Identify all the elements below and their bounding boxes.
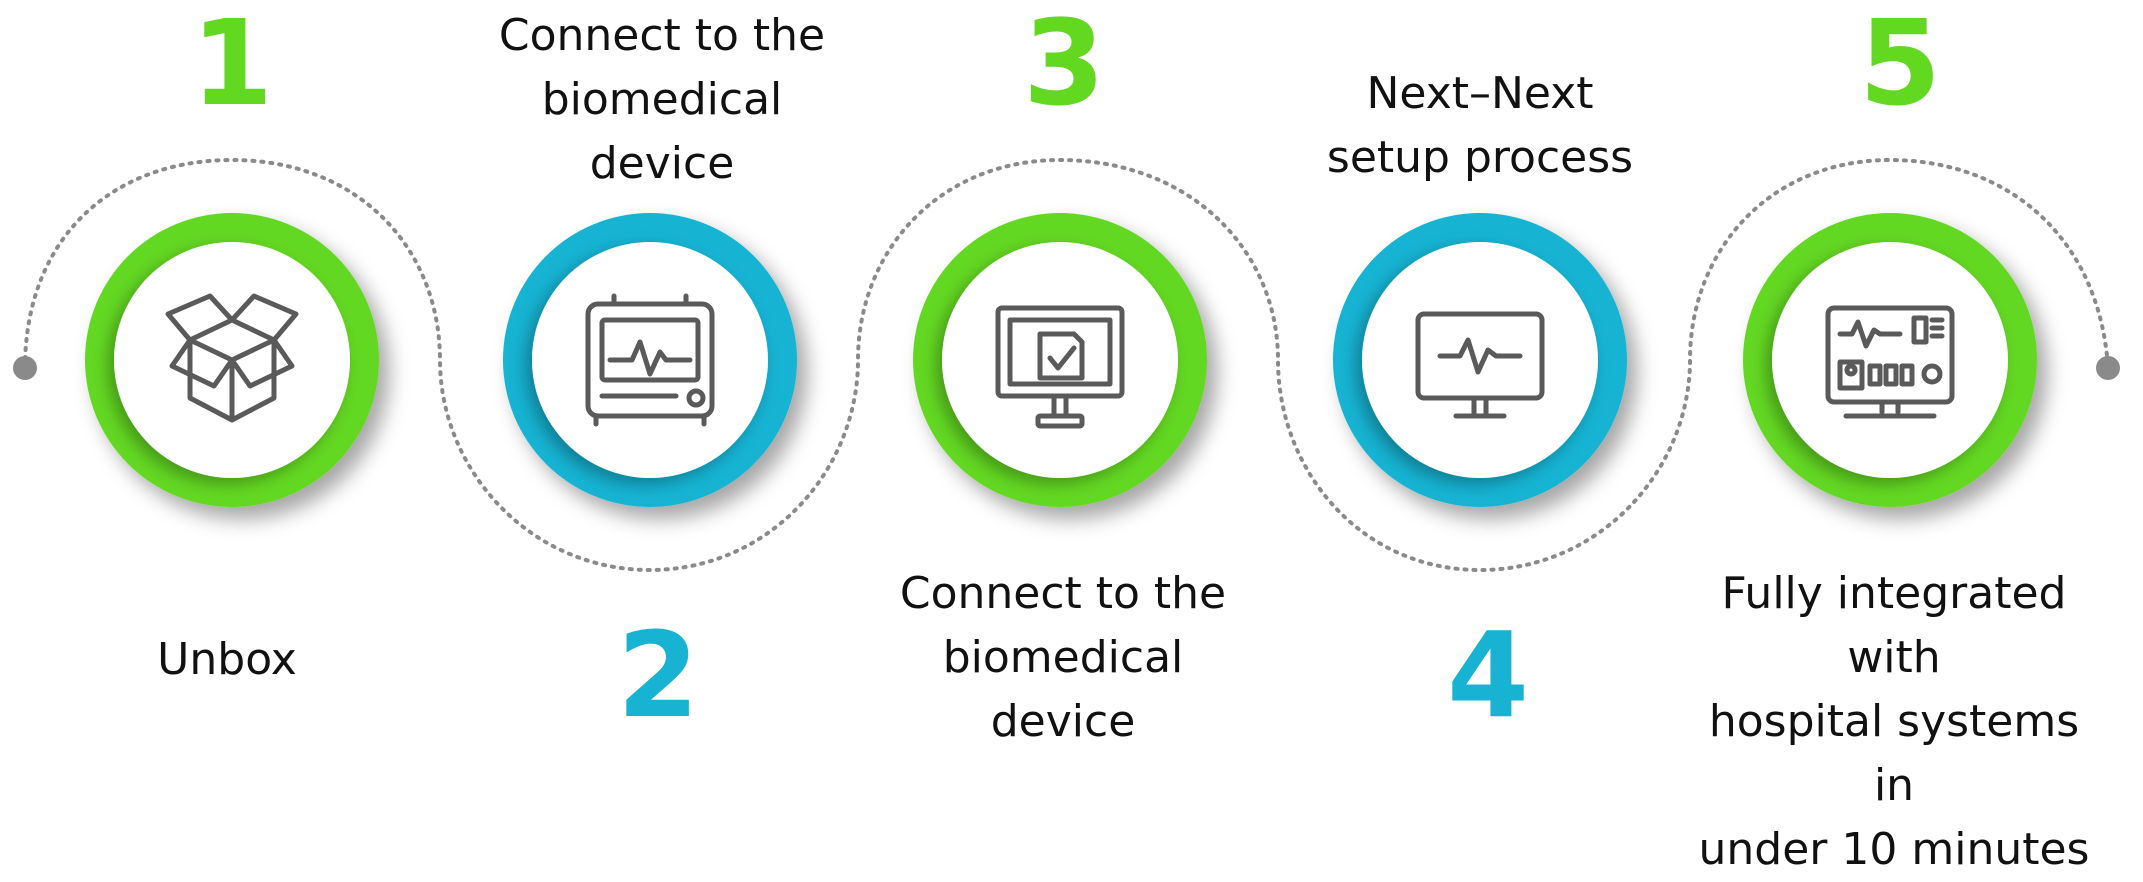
- step-2-caption-line-2: biomedical: [541, 74, 783, 125]
- step-4-caption-line-1: Next–Next: [1366, 68, 1594, 119]
- dotted-connector-path: [23, 157, 2110, 573]
- step-number-3: 3: [1022, 0, 1106, 132]
- monitor-pulse-icon: [1415, 311, 1545, 419]
- step-5-caption-line-2: hospital systems in: [1708, 696, 2080, 811]
- step-number-2: 2: [616, 606, 700, 744]
- dashboard-monitor-icon: [1825, 305, 1955, 419]
- step-5-caption-line-3: under 10 minutes: [1698, 824, 2090, 875]
- step-3-caption-line-2: biomedical: [942, 632, 1184, 683]
- step-caption-2: Connect to the biomedical device: [452, 4, 872, 196]
- step-circle-3: [913, 213, 1207, 507]
- step-caption-3: Connect to the biomedical device: [853, 562, 1273, 754]
- step-circle-5: [1743, 213, 2037, 507]
- step-1-caption-line-1: Unbox: [157, 634, 297, 685]
- step-number-4: 4: [1446, 606, 1530, 744]
- step-4-caption-line-2: setup process: [1326, 132, 1634, 183]
- patient-monitor-icon: [585, 293, 715, 427]
- step-5-caption-line-1: Fully integrated with: [1721, 568, 2067, 683]
- step-2-caption-line-1: Connect to the: [498, 10, 826, 61]
- step-3-caption-line-1: Connect to the: [899, 568, 1227, 619]
- step-circle-4: [1333, 213, 1627, 507]
- step-circle-2: [503, 213, 797, 507]
- step-2-caption-line-3: device: [589, 138, 735, 189]
- process-infographic: 1 2 3 4 5 Unbox Connect to the biomedica…: [13, 0, 2120, 875]
- open-box-icon: [165, 293, 299, 423]
- process-diagram: [13, 157, 2120, 573]
- step-circle-1: [85, 213, 379, 507]
- step-caption-1: Unbox: [17, 628, 437, 692]
- step-caption-4: Next–Next setup process: [1270, 62, 1690, 190]
- connector-end-dot: [2096, 356, 2120, 380]
- monitor-checkmark-icon: [995, 305, 1125, 429]
- step-3-caption-line-3: device: [990, 696, 1136, 747]
- step-number-5: 5: [1858, 0, 1942, 132]
- step-number-1: 1: [190, 0, 274, 132]
- connector-start-dot: [13, 356, 37, 380]
- step-caption-5: Fully integrated with hospital systems i…: [1684, 562, 2104, 882]
